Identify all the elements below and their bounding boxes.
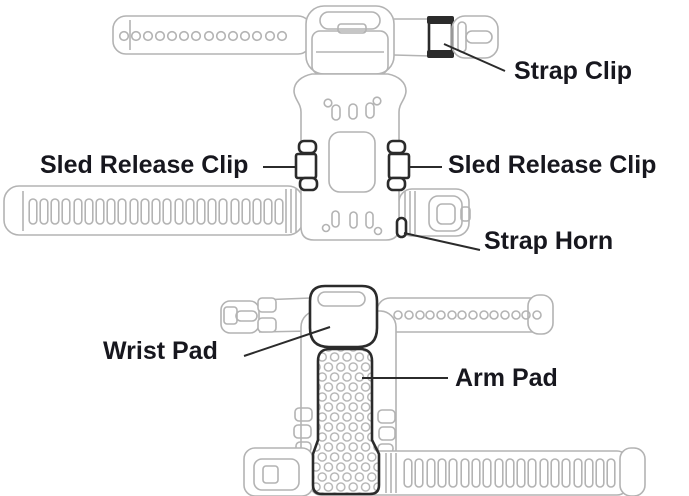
lower-strap: [3, 185, 304, 236]
sled-top-cap: [305, 5, 395, 75]
sled-release-clip-left-part: [294, 139, 319, 192]
upper-strap-buckle: [451, 15, 499, 59]
body-detail-bottom: [321, 210, 383, 236]
strap-clip-label: Strap Clip: [514, 57, 632, 85]
strap-horn-part: [395, 216, 408, 239]
sled-release-clip-right-label: Sled Release Clip: [448, 151, 656, 179]
figure-bottom-pad-view: Wrist Pad Arm Pad: [103, 284, 646, 496]
wrist-strap-right: [376, 294, 554, 335]
lower-strap-buckle: [398, 188, 471, 237]
arm-pad-label: Arm Pad: [455, 364, 558, 392]
sled-body: [293, 73, 407, 241]
wrist-pad-leader: [243, 326, 331, 357]
sled-release-clip-right-part: [386, 139, 411, 192]
wrist-pad-label: Wrist Pad: [103, 337, 218, 365]
wrist-strap-left-buckle: [220, 297, 312, 334]
figure-top-back-view: Strap Clip Sled Release Clip Sled Releas…: [3, 5, 656, 255]
body-detail-top: [323, 96, 382, 121]
arm-strap: [243, 447, 646, 496]
sled-release-clip-left-label: Sled Release Clip: [40, 151, 248, 179]
strap-horn-label: Strap Horn: [484, 227, 613, 255]
upper-strap-holes: [118, 30, 288, 42]
strap-clip-leader: [443, 43, 506, 72]
wrist-pad-part: [308, 284, 379, 349]
strap-horn-leader: [403, 232, 481, 251]
arm-pad-part: [311, 347, 381, 496]
strap-clip-part: [427, 16, 454, 58]
